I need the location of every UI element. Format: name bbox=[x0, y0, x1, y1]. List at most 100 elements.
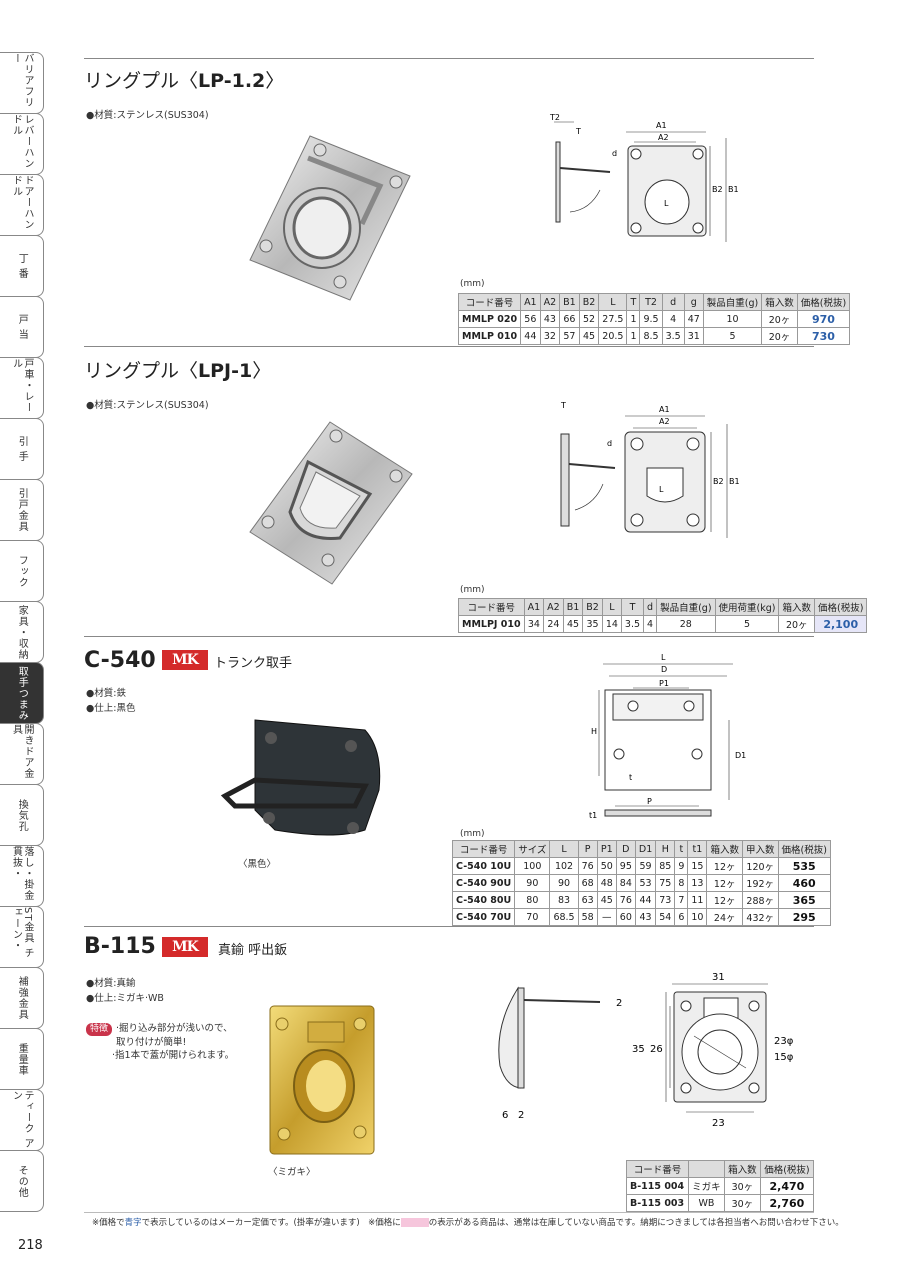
table-cell: 57 bbox=[559, 327, 580, 345]
table-cell: 56 bbox=[520, 310, 541, 328]
table-cell: B-115 003 bbox=[626, 1194, 689, 1212]
table-cell: 54 bbox=[655, 908, 676, 926]
table-cell: 76 bbox=[577, 857, 598, 875]
side-tab[interactable]: 戸 当 bbox=[0, 296, 44, 358]
side-tab[interactable]: 換気孔 bbox=[0, 784, 44, 846]
svg-text:A2: A2 bbox=[658, 133, 669, 142]
table-cell: 730 bbox=[796, 327, 851, 345]
table-cell: 15 bbox=[687, 857, 708, 875]
table-cell: 73 bbox=[655, 891, 676, 909]
table-cell: 2,470 bbox=[759, 1177, 815, 1195]
side-tab[interactable]: 戸車・レール bbox=[0, 357, 44, 419]
svg-text:A1: A1 bbox=[659, 405, 670, 414]
side-tab[interactable]: ティーク アン bbox=[0, 1089, 44, 1151]
material-text: ●材質:鉄●仕上:黒色 bbox=[86, 688, 136, 714]
side-tab[interactable]: 引戸金具 bbox=[0, 479, 44, 541]
table-header: B1 bbox=[559, 293, 580, 311]
material-text: ●材質:真鍮●仕上:ミガキ·WB bbox=[86, 978, 164, 1004]
table-cell: 68 bbox=[577, 874, 598, 892]
table-cell: 31 bbox=[683, 327, 704, 345]
svg-text:T: T bbox=[575, 127, 581, 136]
table-header: t bbox=[674, 840, 689, 858]
side-tab[interactable]: フック bbox=[0, 540, 44, 602]
table-cell: 90 bbox=[514, 874, 551, 892]
side-tab-label: ドアーハンドル bbox=[10, 175, 34, 230]
model-c540: C-540 bbox=[84, 648, 156, 673]
table-cell: 50 bbox=[596, 857, 617, 875]
side-tab[interactable]: 重量車 bbox=[0, 1028, 44, 1090]
svg-text:26: 26 bbox=[650, 1044, 663, 1055]
svg-text:23φ: 23φ bbox=[774, 1036, 794, 1047]
table-header: d bbox=[643, 598, 658, 616]
svg-text:2: 2 bbox=[518, 1110, 524, 1121]
side-tab[interactable]: 落し・掛金 貫抜・ bbox=[0, 845, 44, 907]
table-header: 価格(税抜) bbox=[813, 598, 868, 616]
table-cell: 43 bbox=[539, 310, 561, 328]
table-cell: 12ヶ bbox=[706, 857, 743, 875]
side-tab-label: 戸 当 bbox=[16, 313, 28, 341]
side-tab-label: 取手つまみ bbox=[16, 665, 28, 721]
table-cell: 3.5 bbox=[620, 615, 645, 633]
table-header: A1 bbox=[520, 293, 541, 311]
svg-text:P: P bbox=[647, 797, 652, 806]
b115-technical-drawing: 2 6 2 31 23φ 15φ 35 26 23 bbox=[498, 972, 794, 1129]
table-cell: 60 bbox=[615, 908, 636, 926]
table-cell: 84 bbox=[615, 874, 636, 892]
side-tab[interactable]: 取手つまみ bbox=[0, 662, 44, 724]
c540-technical-drawing: L D P1 H D1 t P t1 bbox=[589, 653, 746, 820]
side-tab[interactable]: 補強金具 bbox=[0, 967, 44, 1029]
table-header: H bbox=[655, 840, 676, 858]
material-text: ●材質:ステンレス(SUS304) bbox=[86, 110, 209, 121]
table-cell: 32 bbox=[539, 327, 561, 345]
side-tab[interactable]: 家具・収納 bbox=[0, 601, 44, 663]
unit-label: (mm) bbox=[460, 829, 485, 839]
b115-product-image bbox=[269, 1005, 375, 1155]
side-tab[interactable]: 開きドア金具 bbox=[0, 723, 44, 785]
table-header: T bbox=[626, 293, 641, 311]
table-header: A1 bbox=[523, 598, 545, 616]
svg-text:L: L bbox=[664, 199, 669, 208]
side-tab-label: 重量車 bbox=[16, 1042, 28, 1076]
table-header: 価格(税抜) bbox=[777, 840, 831, 858]
side-tab-label: 戸車・レール bbox=[10, 358, 34, 413]
subtitle-c540: トランク取手 bbox=[214, 656, 293, 671]
table-cell: 192ヶ bbox=[741, 874, 779, 892]
side-tab[interactable]: 丁 番 bbox=[0, 235, 44, 297]
model-b115: B-115 bbox=[84, 934, 156, 959]
page-number: 218 bbox=[18, 1238, 43, 1253]
pink-swatch bbox=[400, 1218, 429, 1227]
table-cell: 8.5 bbox=[639, 327, 663, 345]
side-tab[interactable]: ST金具 チェーン・ bbox=[0, 906, 44, 968]
svg-text:A2: A2 bbox=[659, 417, 670, 426]
section-divider bbox=[84, 346, 814, 347]
unit-label: (mm) bbox=[460, 585, 485, 595]
side-tab-label: 補強金具 bbox=[16, 976, 28, 1020]
table-header: コード番号 bbox=[458, 598, 525, 616]
table-cell: 58 bbox=[577, 908, 598, 926]
side-tab-label: 引 手 bbox=[16, 435, 28, 463]
side-tab[interactable]: ドアーハンドル bbox=[0, 174, 44, 236]
side-tab-label: ST金具 チェーン・ bbox=[10, 907, 34, 959]
b115-caption: 〈ミガキ〉 bbox=[268, 1167, 316, 1178]
mk-brand-logo: MK bbox=[162, 937, 208, 957]
side-tab[interactable]: 引 手 bbox=[0, 418, 44, 480]
svg-text:35: 35 bbox=[632, 1044, 645, 1055]
table-header: A2 bbox=[539, 293, 561, 311]
material-text: ●材質:ステンレス(SUS304) bbox=[86, 400, 209, 411]
side-tab[interactable]: レバーハンドル bbox=[0, 113, 44, 175]
table-cell: 34 bbox=[523, 615, 545, 633]
side-tab[interactable]: その他 bbox=[0, 1150, 44, 1212]
table-cell: 120ヶ bbox=[741, 857, 779, 875]
table-cell: 8 bbox=[674, 874, 689, 892]
table-cell: 100 bbox=[514, 857, 551, 875]
side-tab-label: レバーハンドル bbox=[10, 114, 34, 169]
table-cell: 28 bbox=[656, 615, 716, 633]
side-tab[interactable]: バリアフリー bbox=[0, 52, 44, 114]
table-header: B2 bbox=[582, 598, 603, 616]
